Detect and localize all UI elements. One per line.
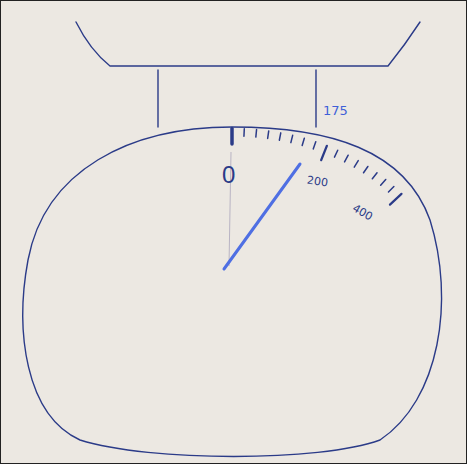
reading-value: 175 — [323, 104, 348, 117]
minor-tick — [291, 135, 293, 142]
minor-tick — [334, 150, 337, 157]
minor-tick — [354, 161, 358, 168]
minor-tick — [255, 130, 257, 137]
minor-tick — [345, 155, 349, 162]
minor-tick — [381, 179, 386, 185]
minor-tick — [243, 129, 245, 136]
minor-tick — [268, 131, 269, 138]
minor-tick — [313, 142, 316, 149]
major-tick — [390, 194, 402, 205]
scale-leg — [157, 70, 158, 127]
scale-leg — [315, 70, 316, 127]
minor-tick — [388, 186, 393, 192]
dial-ticks — [232, 129, 401, 205]
major-tick — [230, 129, 234, 145]
scale-number: 200 — [306, 175, 328, 189]
minor-tick — [364, 166, 368, 172]
dial-outline — [23, 127, 442, 457]
minor-tick — [279, 133, 280, 140]
minor-tick — [372, 173, 377, 179]
scale-number: 0 — [222, 163, 235, 187]
scale-number: 400 — [351, 202, 375, 222]
minor-tick — [302, 138, 304, 145]
scale-tray — [76, 22, 420, 66]
major-tick — [321, 146, 327, 160]
dial-needle — [224, 164, 300, 269]
